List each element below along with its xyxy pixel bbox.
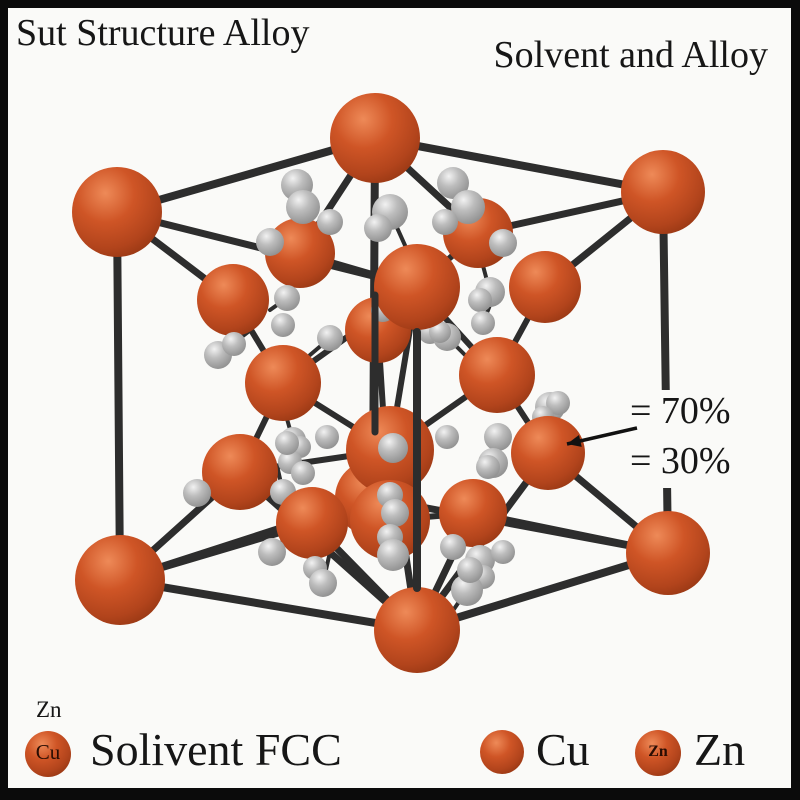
cu-atom bbox=[459, 337, 535, 413]
cu-atom bbox=[621, 150, 705, 234]
zn-atom bbox=[484, 423, 512, 451]
zn-atom bbox=[471, 311, 495, 335]
title-left: Sut Structure Alloy bbox=[16, 12, 310, 54]
zn-atom bbox=[468, 288, 492, 312]
zn-atom bbox=[274, 285, 300, 311]
cu-atom bbox=[245, 345, 321, 421]
bond bbox=[116, 576, 421, 634]
zn-atom bbox=[291, 461, 315, 485]
zn-atom bbox=[317, 325, 343, 351]
zn-atom bbox=[258, 538, 286, 566]
atoms-layer bbox=[72, 93, 710, 673]
zn-atom bbox=[489, 229, 517, 257]
zn-atom bbox=[476, 455, 500, 479]
cu-atom bbox=[197, 264, 269, 336]
zn-atom bbox=[286, 190, 320, 224]
zn-atom bbox=[432, 209, 458, 235]
zn-atom bbox=[317, 209, 343, 235]
zn-atom bbox=[377, 539, 409, 571]
legend-solvent-text: Solivent FCC bbox=[90, 724, 342, 775]
zn-atom bbox=[275, 431, 299, 455]
zn-atom bbox=[364, 214, 392, 242]
zn-atom bbox=[437, 167, 469, 199]
cu-atom bbox=[202, 434, 278, 510]
zn-atom bbox=[546, 391, 570, 415]
zn-atom bbox=[429, 321, 451, 343]
legend-spheres-layer bbox=[25, 730, 681, 777]
zn-atom bbox=[457, 557, 483, 583]
legend-solvent-sublabel: Zn bbox=[36, 697, 62, 722]
legend-zn-sphere-label: Zn bbox=[648, 743, 668, 760]
zn-atom bbox=[256, 228, 284, 256]
cu-atom bbox=[265, 218, 335, 288]
cu-atom bbox=[635, 730, 681, 776]
bond bbox=[659, 188, 672, 557]
legend-zn-label: Zn bbox=[694, 724, 746, 775]
cu-atom bbox=[330, 93, 420, 183]
annotation-percent-30: = 30% bbox=[630, 440, 731, 482]
zn-atom bbox=[451, 190, 485, 224]
cu-atom bbox=[72, 167, 162, 257]
cu-atom bbox=[374, 244, 460, 330]
annotation-percent-70: = 70% bbox=[630, 390, 731, 432]
zn-atom bbox=[491, 540, 515, 564]
cu-atom bbox=[439, 479, 507, 547]
zn-atom bbox=[309, 569, 337, 597]
zn-atom bbox=[435, 425, 459, 449]
cu-atom bbox=[511, 416, 585, 490]
bond bbox=[371, 134, 667, 196]
zn-atom bbox=[440, 534, 466, 560]
cu-atom bbox=[25, 731, 71, 777]
zn-atom bbox=[381, 499, 409, 527]
cu-atom bbox=[276, 487, 348, 559]
legend-cu-label: Cu bbox=[536, 724, 590, 775]
zn-atom bbox=[378, 433, 408, 463]
cu-atom bbox=[374, 587, 460, 673]
cu-atom bbox=[480, 730, 524, 774]
annotation-background bbox=[627, 390, 787, 488]
zn-atom bbox=[222, 332, 246, 356]
bond bbox=[413, 549, 672, 634]
zn-atom bbox=[315, 425, 339, 449]
zn-atom bbox=[271, 313, 295, 337]
cu-atom bbox=[626, 511, 710, 595]
cu-atom bbox=[509, 251, 581, 323]
annotation-arrowhead bbox=[567, 434, 582, 447]
legend-solvent-sphere-label: Cu bbox=[35, 740, 61, 764]
zn-atom bbox=[183, 479, 211, 507]
bond bbox=[113, 208, 124, 584]
front-bonds-layer bbox=[371, 291, 421, 592]
title-right: Solvent and Alloy bbox=[493, 34, 768, 76]
cu-atom bbox=[75, 535, 165, 625]
